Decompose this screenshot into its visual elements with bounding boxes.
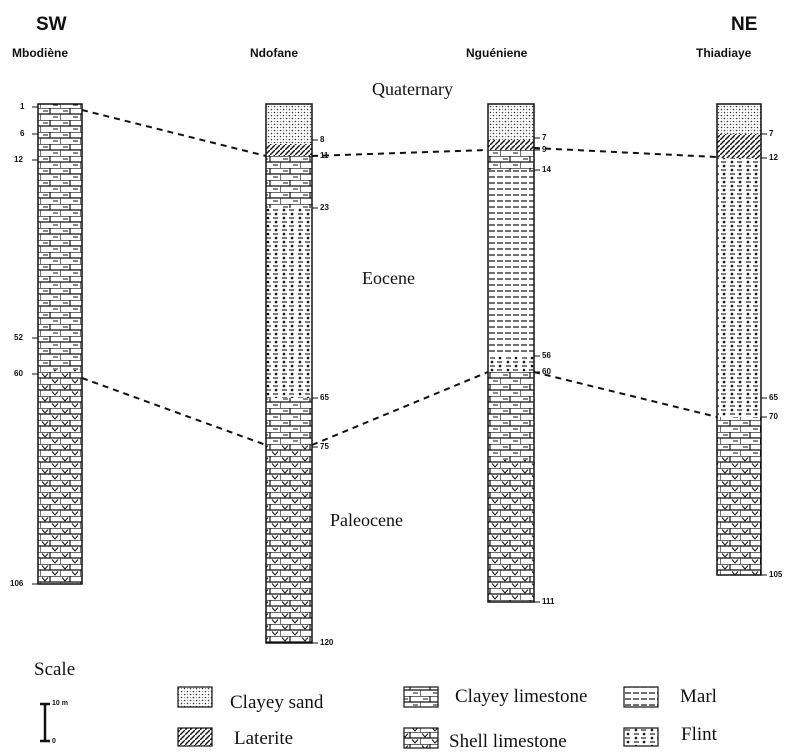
depth-label: 65 <box>769 393 778 402</box>
correlation-line-quaternary-base <box>533 147 718 158</box>
legend-swatch-laterite <box>177 727 213 747</box>
depth-label: 7 <box>542 133 547 142</box>
layer-flint <box>488 356 534 372</box>
depth-label: 65 <box>320 393 329 402</box>
layer-laterite <box>266 144 312 156</box>
correlation-line-quaternary-base <box>81 109 267 157</box>
layer-clayey-limestone <box>266 398 312 445</box>
period-label-quaternary: Quaternary <box>372 79 453 99</box>
layer-clayey-sand <box>488 104 534 140</box>
depth-label: 11 <box>320 151 329 160</box>
well-column-ndofane <box>265 103 313 644</box>
legend-swatch-flint <box>623 727 659 747</box>
depth-label: 60 <box>542 367 551 376</box>
legend-label-shell-limestone: Shell limestone <box>449 731 567 752</box>
direction-sw: SW <box>36 14 67 35</box>
legend-swatch-marl <box>623 686 659 708</box>
well-name-nguieniene: Nguéniene <box>466 46 528 60</box>
legend-label-clayey-limestone: Clayey limestone <box>455 686 588 707</box>
depth-label: 56 <box>542 351 551 360</box>
scale-bottom-label: 0 <box>52 738 56 745</box>
layer-clayey-sand <box>266 104 312 144</box>
depth-label: 70 <box>769 412 778 421</box>
depth-label: 14 <box>542 165 551 174</box>
depth-label: 105 <box>769 570 783 579</box>
legend-label-clayey-sand: Clayey sand <box>230 692 324 713</box>
period-label-eocene: Eocene <box>362 268 415 288</box>
layer-clayey-sand <box>717 104 761 134</box>
depth-label: 9 <box>542 145 547 154</box>
depth-label: 52 <box>14 333 23 342</box>
depth-label: 111 <box>542 597 555 606</box>
depth-label: 23 <box>320 203 329 212</box>
legend-label-laterite: Laterite <box>234 728 294 749</box>
legend-label-marl: Marl <box>680 686 717 707</box>
well-name-thiadiaye: Thiadiaye <box>696 46 752 60</box>
legend-swatch-clayey-sand <box>177 686 213 708</box>
correlation-line-eocene-base <box>311 371 489 446</box>
well-column-nguieniene <box>487 103 535 603</box>
depth-label: 12 <box>14 155 23 164</box>
depth-label: 7 <box>769 129 774 138</box>
depth-label: 12 <box>769 153 778 162</box>
scale-bar <box>40 702 50 743</box>
layer-shell-limestone <box>717 457 761 575</box>
layer-shell-limestone <box>266 445 312 643</box>
layer-clayey-limestone <box>488 372 534 460</box>
layer-shell-limestone <box>38 370 82 584</box>
scale-title: Scale <box>34 659 76 680</box>
layer-clayey-limestone <box>717 417 761 457</box>
layer-clayey-limestone <box>488 150 534 170</box>
depth-label: 60 <box>14 369 23 378</box>
correlation-line-eocene-base <box>533 371 718 418</box>
layer-shell-limestone <box>488 460 534 602</box>
legend-swatch-clayey-limestone <box>403 686 439 708</box>
depth-label: 8 <box>320 135 325 144</box>
depth-label: 120 <box>320 638 334 647</box>
depth-label: 1 <box>20 102 25 111</box>
depth-label: 75 <box>320 442 329 451</box>
well-name-mbodiene: Mbodiène <box>12 46 68 60</box>
well-column-mbodiene <box>37 103 83 585</box>
correlation-line-eocene-base <box>81 377 267 446</box>
layer-flint <box>266 208 312 398</box>
layer-marl <box>488 170 534 356</box>
depth-label: 106 <box>10 579 24 588</box>
layer-laterite <box>488 140 534 150</box>
layer-clayey-limestone <box>266 156 312 208</box>
layer-clayey-limestone <box>38 104 82 370</box>
scale-top-label: 10 m <box>52 700 68 707</box>
direction-ne: NE <box>731 14 758 35</box>
legend-label-flint: Flint <box>681 724 717 745</box>
well-name-ndofane: Ndofane <box>250 46 298 60</box>
layer-flint <box>717 158 761 398</box>
legend-swatch-shell-limestone <box>403 727 439 749</box>
depth-label: 6 <box>20 129 25 138</box>
well-column-thiadiaye <box>716 103 762 576</box>
period-label-paleocene: Paleocene <box>330 510 403 530</box>
correlation-line-quaternary-base <box>311 149 489 157</box>
layer-flint <box>717 398 761 417</box>
layer-laterite <box>717 134 761 158</box>
